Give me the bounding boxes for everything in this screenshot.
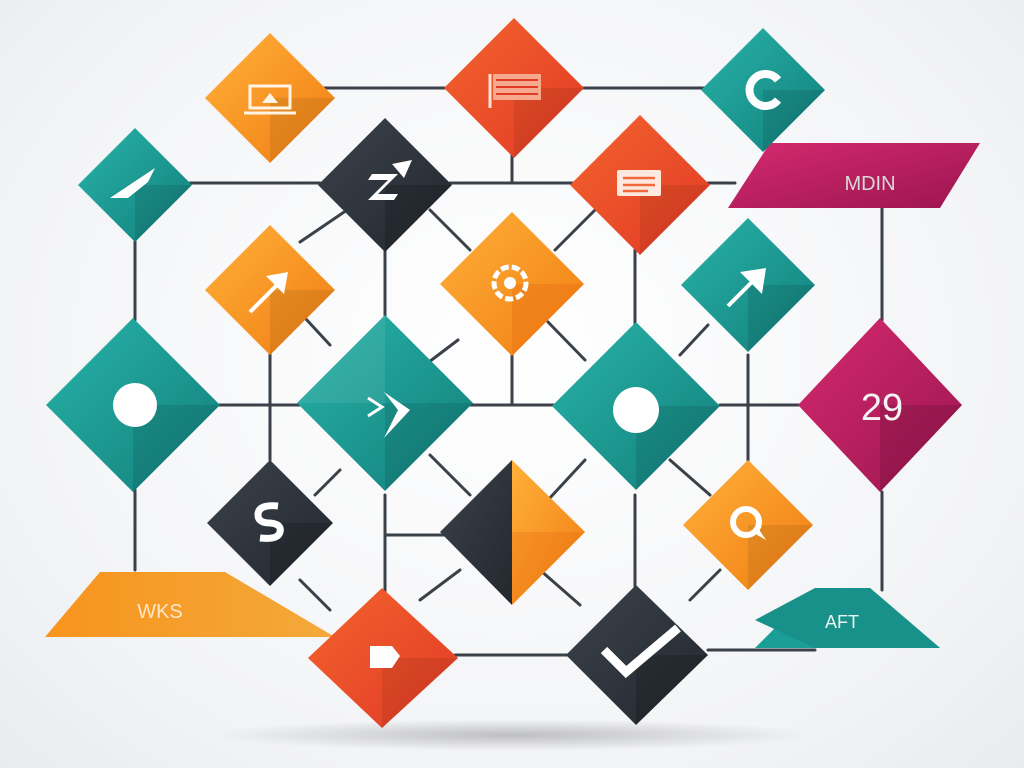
node-tag[interactable] [308,588,458,728]
node-dark-top[interactable] [318,118,452,252]
gear-icon [491,264,529,302]
node-number[interactable]: 29 [798,318,962,492]
laptop-icon [244,84,296,115]
node-number-label: 29 [861,387,903,429]
tag-icon [370,646,400,668]
node-check[interactable] [566,585,708,725]
node-circle-right[interactable] [552,322,720,490]
node-arrow-teal-right[interactable] [681,218,815,352]
banner-left-label: WKS [137,601,183,623]
node-c[interactable] [701,28,825,152]
z-arrow-icon [368,160,412,200]
banner-right-label: AFT [825,612,859,632]
arrow-up-right-icon [248,272,288,314]
banner-right: AFT [755,588,940,648]
ground-shadow [212,719,812,751]
check-icon [600,624,681,679]
arrow-up-right-icon [726,268,766,308]
connector-lines [133,86,884,657]
node-split[interactable] [440,460,585,605]
node-arrow-orange[interactable] [205,225,335,355]
node-list[interactable] [570,115,710,255]
list-icon [617,170,661,196]
arrow-icon [110,168,155,198]
c-ring-icon [745,70,782,110]
node-arrow-teal[interactable] [78,128,192,242]
banner-main-label: MDIN [844,173,895,195]
node-gear[interactable] [440,212,584,356]
chevron-icon [367,392,410,438]
node-circle-left[interactable] [46,318,220,492]
node-chevron[interactable] [297,315,473,491]
circle-icon [613,387,659,433]
banner-main: MDIN [728,143,980,208]
banner-left: WKS [45,572,335,637]
node-chat[interactable] [683,460,813,590]
node-flag[interactable] [444,18,584,158]
node-laptop[interactable] [205,33,335,163]
node-dollar[interactable] [207,460,333,586]
circle-icon [113,383,157,427]
chat-icon [730,506,766,540]
dollar-icon [254,502,284,542]
flag-icon [488,74,541,108]
